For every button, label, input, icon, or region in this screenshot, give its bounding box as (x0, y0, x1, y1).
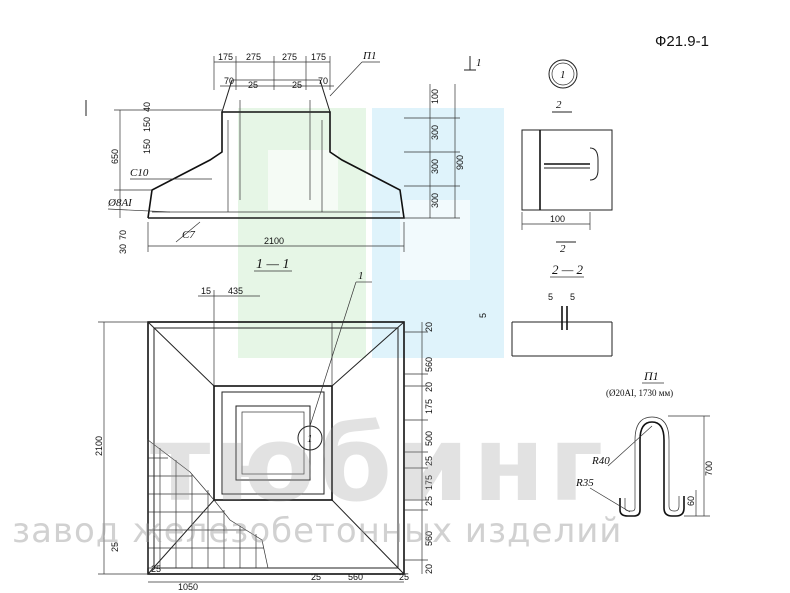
section-label-1-1: 1 — 1 (256, 257, 289, 272)
plan-dim-bottom-25b: 25 (311, 572, 321, 582)
dim-650: 650 (110, 149, 120, 164)
radius-r35: R35 (575, 477, 594, 489)
watermark-subtitle: завод железобетонных изделий (12, 511, 622, 551)
plan-callout-circle: 1 (307, 433, 313, 445)
dim-left-150a: 150 (142, 117, 152, 132)
plan-dim-right-5: 500 (424, 431, 434, 446)
section-1-1: 175 275 275 175 70 25 25 70 П1 650 40 15… (85, 50, 482, 272)
radius-r40: R40 (591, 455, 610, 467)
watermark-logo (238, 108, 504, 358)
rebar-mark-callout: П1 (362, 50, 376, 62)
dim-left-150b: 150 (142, 139, 152, 154)
detail-gap-vertical: 5 (478, 313, 488, 318)
detail-gap-right: 5 (570, 292, 575, 302)
plan-dim-right-4: 175 (424, 399, 434, 414)
dim-left-40: 40 (142, 102, 152, 112)
section-label-2-2: 2 — 2 (552, 262, 584, 277)
plan-dim-right-9: 560 (424, 531, 434, 546)
plan-view: 1 1 15 435 2100 25 20 560 20 175 500 25 … (94, 270, 434, 592)
rebar-detail-title: П1 (643, 369, 659, 383)
plan-dim-right-3: 20 (424, 382, 434, 392)
dim-right-300a: 300 (430, 125, 440, 140)
rebar-p1-detail: П1 (Ø20AI, 1730 мм) R40 R35 700 60 (575, 369, 714, 517)
cut-marker-2-top: 2 (556, 99, 562, 111)
dim-right-900: 900 (455, 155, 465, 170)
rebar-dim-700: 700 (704, 461, 714, 476)
plan-dim-right-1: 20 (424, 322, 434, 332)
drawing-code: Ф21.9-1 (655, 33, 709, 50)
plan-dim-top-15: 15 (201, 286, 211, 296)
plan-dim-right-2: 560 (424, 357, 434, 372)
dim-right-300c: 300 (430, 193, 440, 208)
label-bar-8ai: Ø8AI (107, 197, 133, 209)
rebar-dim-60: 60 (686, 496, 696, 506)
plan-dim-top-435: 435 (228, 286, 243, 296)
plan-dim-bottom-1050: 1050 (178, 582, 198, 592)
label-c7: С7 (182, 229, 195, 241)
detail-dim-100: 100 (550, 214, 565, 224)
label-c10: С10 (130, 167, 149, 179)
dim-width-2100: 2100 (264, 236, 284, 246)
dim-bl-30: 30 (118, 244, 128, 254)
plan-dim-bottom-25c: 25 (399, 572, 409, 582)
detail-circle-label: 1 (560, 69, 566, 81)
dim-inner-3: 25 (292, 80, 302, 90)
dim-top-1: 175 (218, 52, 233, 62)
cut-marker-1: 1 (476, 57, 482, 69)
plan-dim-bottom-560: 560 (348, 572, 363, 582)
plan-dim-right-10: 20 (424, 564, 434, 574)
dim-right-100: 100 (430, 89, 440, 104)
dim-top-2: 275 (246, 52, 261, 62)
detail-1: 1 2 100 2 2 — 2 5 5 5 (478, 59, 613, 357)
plan-callout-label: 1 (358, 270, 364, 282)
dim-inner-1: 70 (224, 76, 234, 86)
plan-dim-bottom-25a: 25 (151, 564, 161, 574)
dim-bl-70: 70 (118, 230, 128, 240)
cut-marker-2-bottom: 2 (560, 243, 566, 255)
plan-right-dims: 20 560 20 175 500 25 175 25 560 20 (424, 322, 434, 574)
rebar-spec: (Ø20AI, 1730 мм) (606, 388, 673, 398)
dim-right-300b: 300 (430, 159, 440, 174)
plan-dim-right-8: 25 (424, 496, 434, 506)
dim-top-3: 275 (282, 52, 297, 62)
watermark-title: тюбинг (150, 403, 607, 525)
plan-dim-left-2100: 2100 (94, 436, 104, 456)
dim-inner-2: 25 (248, 80, 258, 90)
detail-gap-left: 5 (548, 292, 553, 302)
plan-dim-left-25: 25 (110, 542, 120, 552)
dim-inner-4: 70 (318, 76, 328, 86)
plan-dim-right-7: 175 (424, 475, 434, 490)
plan-dim-right-6: 25 (424, 456, 434, 466)
dim-top-4: 175 (311, 52, 326, 62)
